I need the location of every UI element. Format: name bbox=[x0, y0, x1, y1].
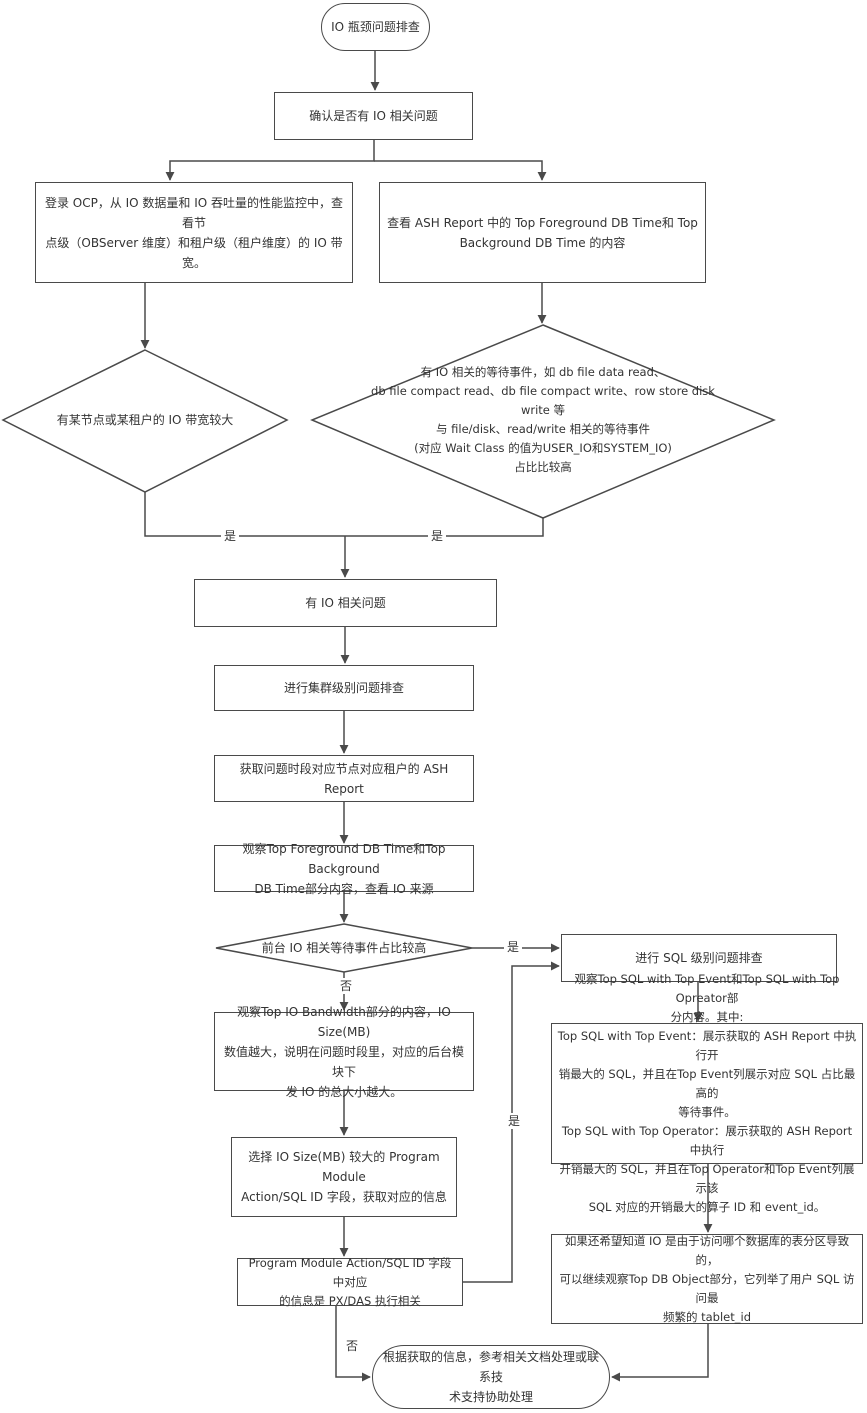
foreground-high-text: 前台 IO 相关等待事件占比较高 bbox=[261, 941, 427, 955]
observe-top-node: 观察Top Foreground DB Time和Top Background … bbox=[214, 842, 474, 896]
sql-level-node: 进行 SQL 级别问题排查 bbox=[561, 934, 837, 982]
yes-label-left: 是 bbox=[220, 528, 240, 544]
bandwidth-high-decision: 有某节点或某租户的 IO 带宽较大 bbox=[40, 400, 250, 440]
cluster-level-node: 进行集群级别问题排查 bbox=[214, 665, 474, 711]
yes-label-right: 是 bbox=[427, 528, 447, 544]
ocp-check-node: 登录 OCP，从 IO 数据量和 IO 吞吐量的性能监控中，查看节 点级（OBS… bbox=[35, 182, 353, 283]
no-label-pxdas: 否 bbox=[342, 1338, 362, 1354]
yes-label-fg: 是 bbox=[503, 939, 523, 955]
top-sql-node: 观察Top SQL with Top Event和Top SQL with To… bbox=[551, 972, 863, 1214]
ash-report-view-text: 查看 ASH Report 中的 Top Foreground DB Time和… bbox=[387, 215, 698, 250]
edge-dbobject-final bbox=[611, 1324, 709, 1382]
observe-top-text: 观察Top Foreground DB Time和Top Background … bbox=[242, 841, 446, 896]
final-node: 根据获取的信息，参考相关文档处理或联系技 术支持协助处理 bbox=[372, 1345, 610, 1409]
bandwidth-high-text: 有某节点或某租户的 IO 带宽较大 bbox=[56, 413, 234, 427]
io-bandwidth-text: 观察Top IO Bandwidth部分的内容，IO Size(MB) 数值越大… bbox=[223, 1004, 464, 1099]
start-node-text: IO 瓶颈问题排查 bbox=[331, 20, 420, 34]
final-node-text: 根据获取的信息，参考相关文档处理或联系技 术支持协助处理 bbox=[382, 1350, 599, 1404]
top-db-object-node: 如果还希望知道 IO 是由于访问哪个数据库的表分区导致的， 可以继续观察Top … bbox=[551, 1234, 863, 1324]
pxdas-decision-text: Program Module Action/SQL ID 字段中对应 的信息是 … bbox=[248, 1255, 452, 1308]
pxdas-decision-node: Program Module Action/SQL ID 字段中对应 的信息是 … bbox=[237, 1256, 463, 1308]
has-io-text: 有 IO 相关问题 bbox=[305, 596, 386, 610]
cluster-level-text: 进行集群级别问题排查 bbox=[283, 681, 404, 695]
yes-label-pxdas: 是 bbox=[504, 1113, 524, 1129]
select-program-module-node: 选择 IO Size(MB) 较大的 Program Module Action… bbox=[231, 1137, 457, 1217]
wait-events-text: 有 IO 相关的等待事件，如 db file data read、 db fil… bbox=[371, 365, 715, 474]
get-ash-text: 获取问题时段对应节点对应租户的 ASH Report bbox=[239, 761, 449, 796]
top-sql-text: 观察Top SQL with Top Event和Top SQL with To… bbox=[557, 972, 857, 1214]
ocp-check-text: 登录 OCP，从 IO 数据量和 IO 吞吐量的性能监控中，查看节 点级（OBS… bbox=[44, 195, 344, 270]
edge-confirm-split bbox=[165, 140, 375, 181]
no-label-fg: 否 bbox=[336, 978, 356, 994]
start-node: IO 瓶颈问题排查 bbox=[321, 3, 430, 51]
edge-confirm-split-right bbox=[374, 160, 547, 181]
confirm-io-node: 确认是否有 IO 相关问题 bbox=[274, 92, 473, 140]
get-ash-node: 获取问题时段对应节点对应租户的 ASH Report bbox=[214, 755, 474, 802]
confirm-io-text: 确认是否有 IO 相关问题 bbox=[309, 109, 438, 123]
edge-wait-hasio bbox=[345, 518, 544, 537]
wait-events-decision: 有 IO 相关的等待事件，如 db file data read、 db fil… bbox=[360, 365, 726, 474]
select-program-module-text: 选择 IO Size(MB) 较大的 Program Module Action… bbox=[241, 1150, 447, 1204]
ash-report-view-node: 查看 ASH Report 中的 Top Foreground DB Time和… bbox=[379, 182, 706, 283]
top-db-object-text: 如果还希望知道 IO 是由于访问哪个数据库的表分区导致的， 可以继续观察Top … bbox=[559, 1233, 855, 1324]
has-io-node: 有 IO 相关问题 bbox=[194, 579, 497, 627]
io-bandwidth-node: 观察Top IO Bandwidth部分的内容，IO Size(MB) 数值越大… bbox=[214, 1005, 474, 1099]
edge-pxdas-final bbox=[335, 1306, 371, 1382]
edge-bw-hasio bbox=[144, 492, 345, 537]
sql-level-text: 进行 SQL 级别问题排查 bbox=[635, 951, 763, 965]
foreground-high-decision: 前台 IO 相关等待事件占比较高 bbox=[240, 936, 448, 960]
